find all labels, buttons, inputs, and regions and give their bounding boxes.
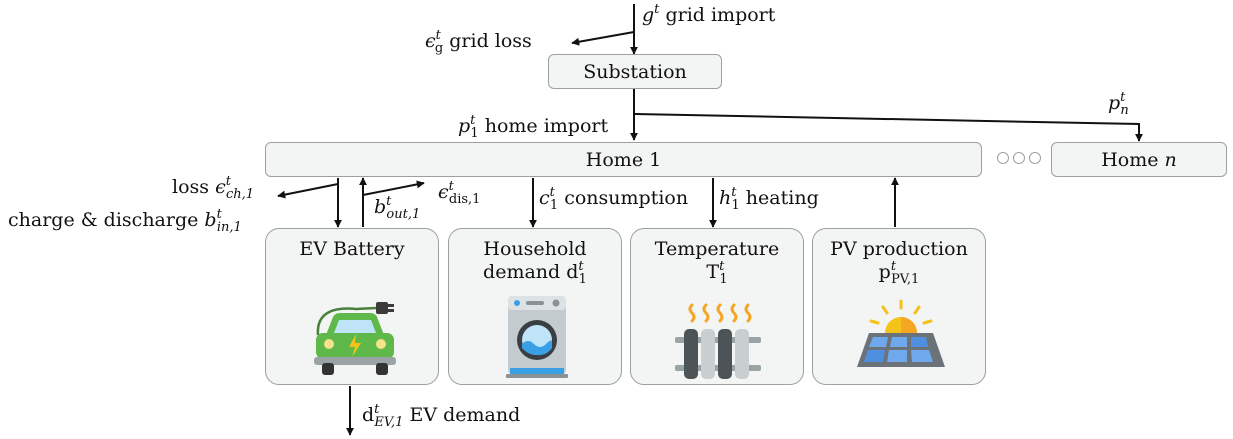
substation-label: Substation (583, 60, 687, 83)
washing-machine-icon (506, 296, 568, 378)
pv-production-title: PV production ptPV,1 (830, 238, 968, 287)
temperature-title: Temperature Tt1 (654, 238, 780, 287)
home-n-arrow (633, 113, 1143, 142)
temperature-card: Temperature Tt1 (630, 228, 804, 385)
home-1-box: Home 1 (265, 142, 982, 177)
pv-production-card: PV production ptPV,1 (812, 228, 986, 385)
home-n-import-label: ptn (1108, 90, 1129, 118)
grid-loss-arrow (571, 31, 635, 46)
loss-ch-arrow (277, 183, 339, 199)
substation-box: Substation (548, 54, 722, 89)
grid-import-label: gt grid import (642, 2, 776, 26)
b-out-label: btout,1 (374, 194, 421, 222)
ev-demand-label: dtEV,1 EV demand (362, 402, 521, 430)
ellipsis-dot-1 (997, 152, 1009, 164)
radiator-icon (675, 303, 761, 379)
ev-battery-title: EV Battery (299, 238, 405, 260)
home-import-label: pt1 home import (458, 113, 609, 141)
consumption-label: ct1 consumption (539, 185, 689, 213)
household-demand-title: Household demand dt1 (483, 238, 587, 287)
eps-dis-arrow (362, 180, 425, 196)
loss-ch-label: loss ϵtch,1 (172, 174, 255, 202)
home-n-box: Home n (1051, 142, 1227, 177)
ellipsis-dot-2 (1013, 152, 1025, 164)
charge-discharge-label: charge & discharge btin,1 (8, 207, 242, 235)
ellipsis-dot-3 (1029, 152, 1041, 164)
home-n-label: Home n (1101, 148, 1177, 171)
heating-label: ht1 heating (719, 185, 819, 213)
eps-dis-label: ϵtdis,1 (438, 179, 481, 207)
electric-car-icon (314, 302, 396, 375)
household-demand-card: Household demand dt1 (448, 228, 622, 385)
ev-battery-card: EV Battery (265, 228, 439, 385)
grid-loss-label: ϵtg grid loss (425, 28, 532, 56)
home-1-label: Home 1 (585, 148, 662, 171)
solar-panel-icon (857, 299, 945, 367)
